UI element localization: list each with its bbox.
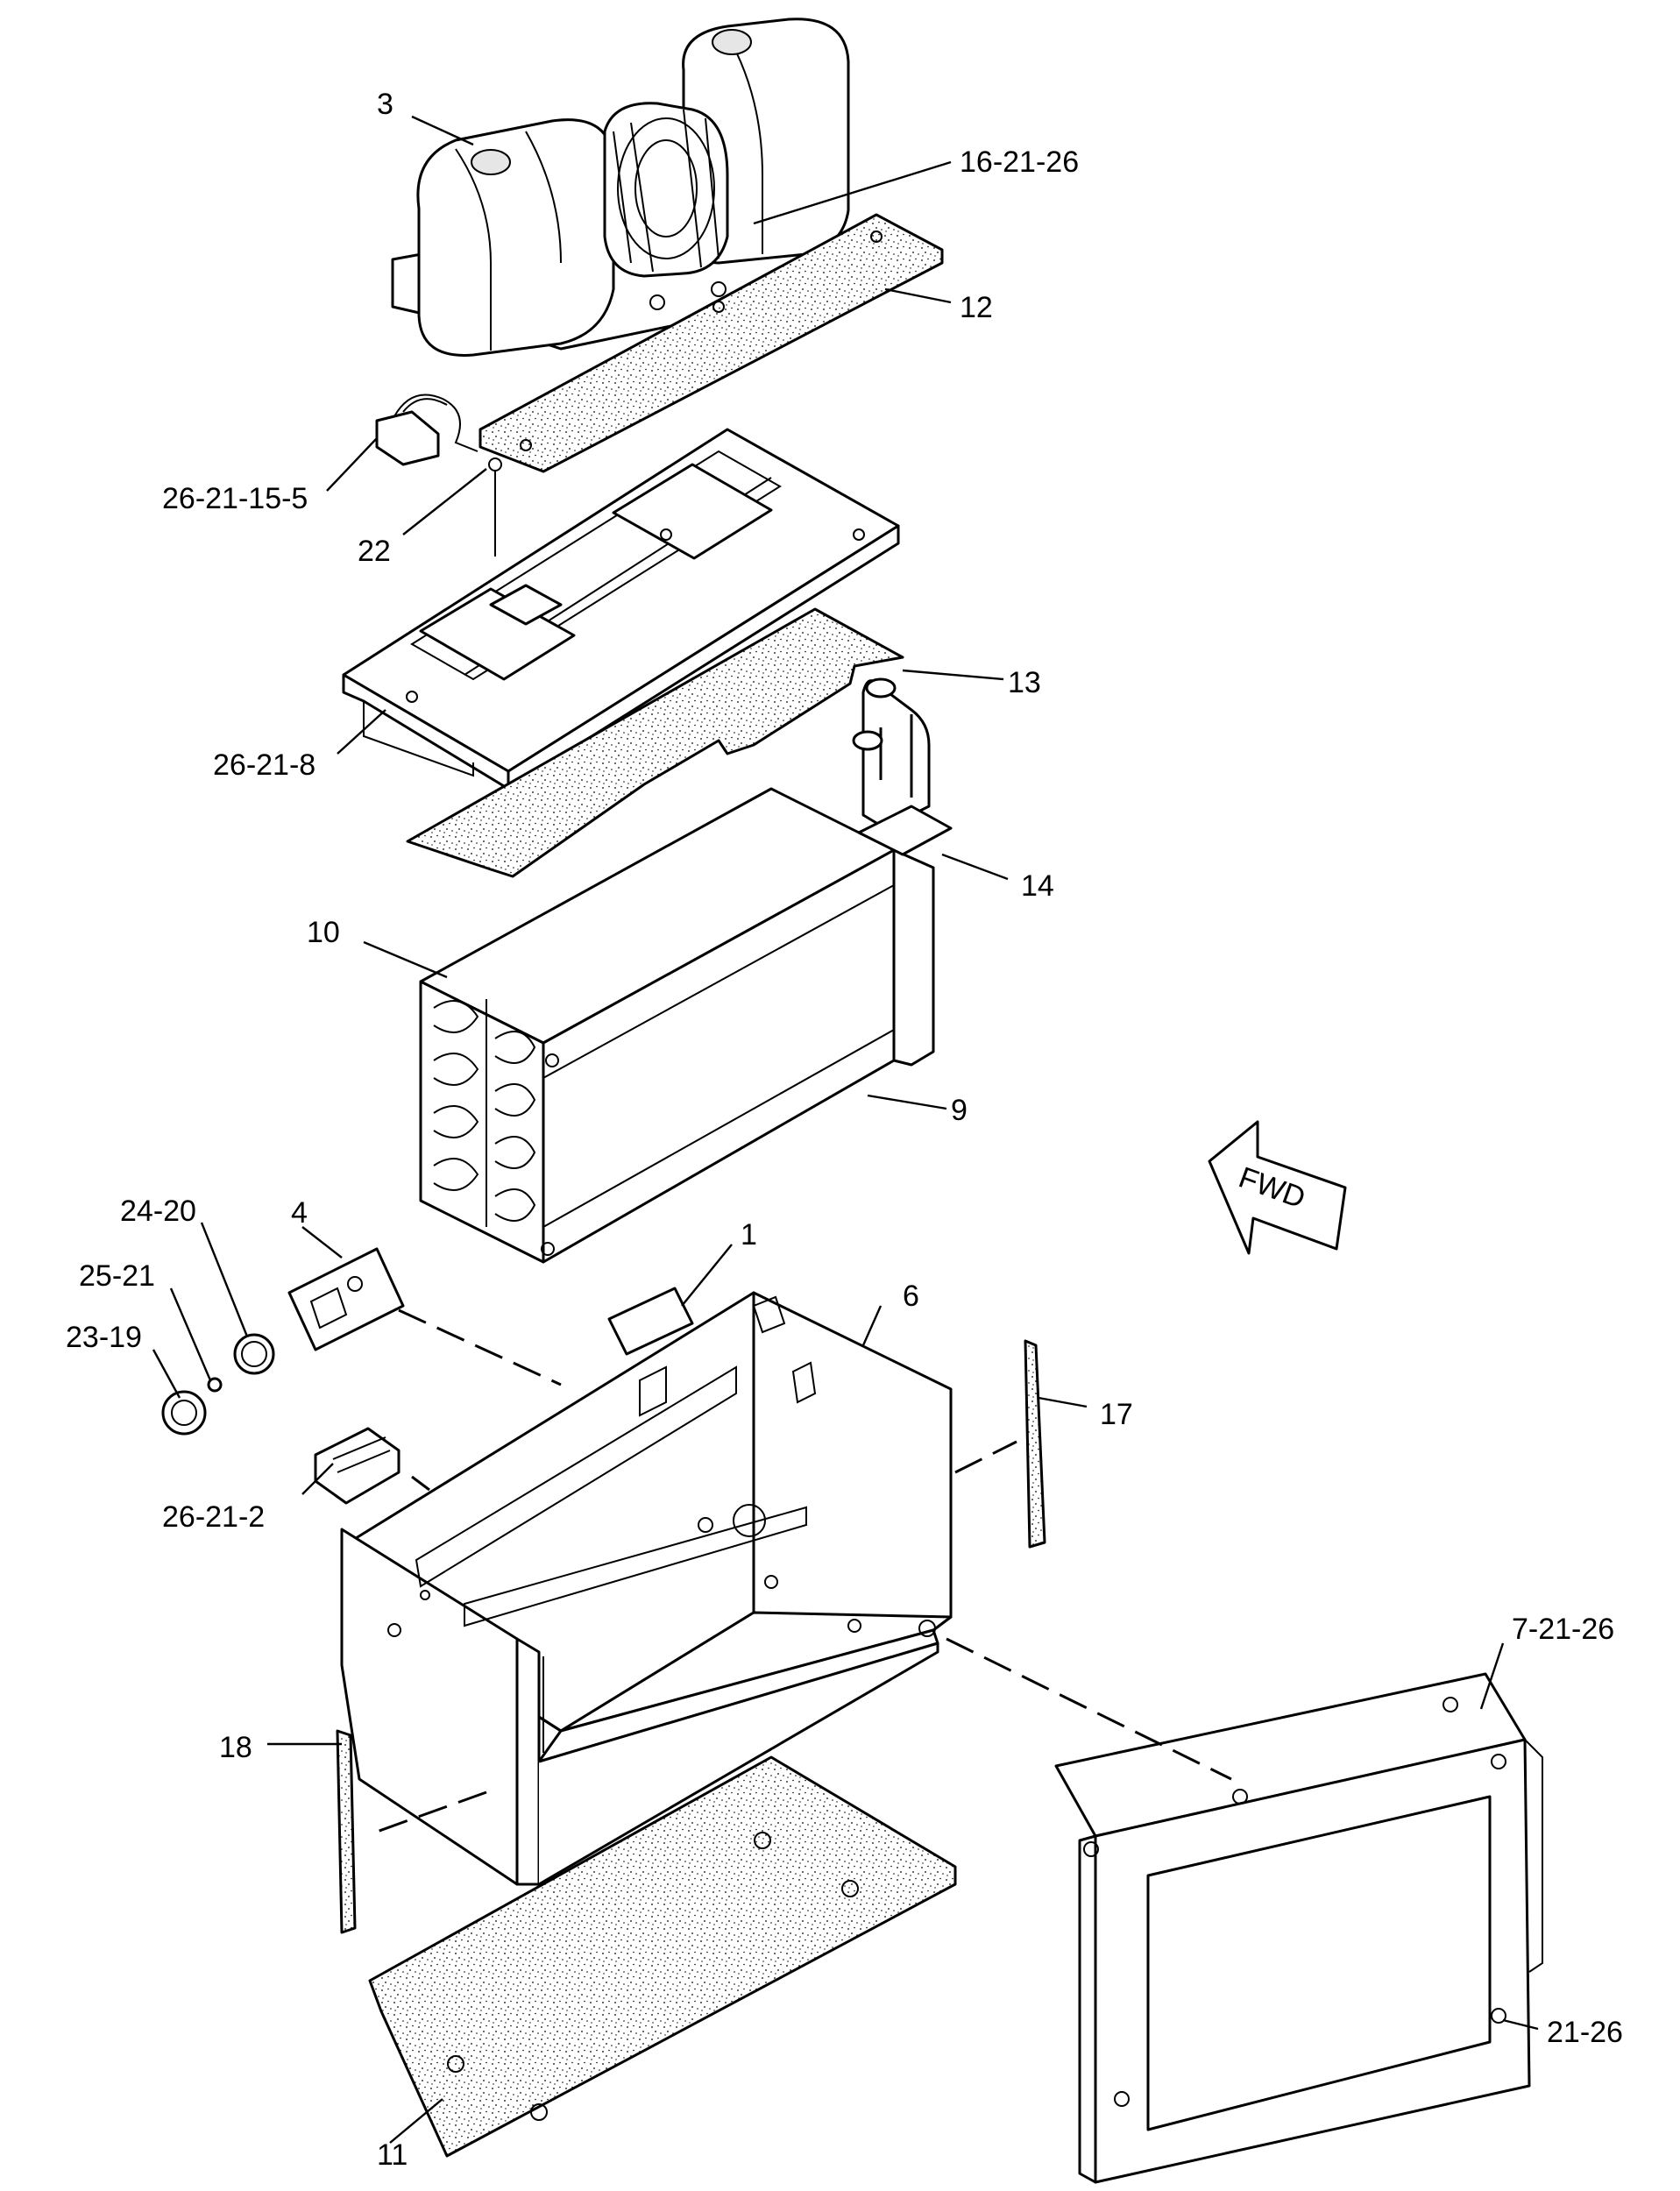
resistor-26-21-2 (314, 1427, 401, 1505)
callout-25-21: 25-21 (79, 1259, 155, 1293)
callout-9: 9 (951, 1094, 968, 1127)
foam-strip-18 (336, 1729, 357, 1934)
callout-26-21-2: 26-21-2 (162, 1500, 265, 1534)
heater-core (419, 677, 953, 1264)
assembly-lines (376, 1308, 1232, 1833)
callout-26-21-15-5: 26-21-15-5 (162, 482, 308, 515)
callout-1: 1 (741, 1218, 757, 1251)
blower-assembly (391, 18, 850, 357)
callout-21-26: 21-26 (1547, 2016, 1623, 2049)
callout-13: 13 (1008, 666, 1041, 699)
callout-18: 18 (219, 1731, 252, 1764)
outlet-frame (1054, 1672, 1543, 2184)
callout-11: 11 (377, 2138, 408, 2172)
callout-14: 14 (1021, 869, 1054, 903)
callout-24-20: 24-20 (120, 1195, 196, 1228)
foam-gasket-13 (406, 607, 904, 878)
bracket-4 (287, 1247, 405, 1351)
knob-hardware (161, 1333, 275, 1436)
callout-16-21-26: 16-21-26 (960, 145, 1079, 179)
callout-22: 22 (358, 535, 391, 568)
top-cover-plate (342, 428, 900, 791)
forward-direction-arrow: FWD (1208, 1120, 1347, 1255)
callout-17: 17 (1100, 1398, 1133, 1431)
leader-lines (152, 115, 1539, 2144)
callout-6: 6 (903, 1280, 919, 1313)
callout-4: 4 (291, 1196, 308, 1230)
callout-12: 12 (960, 291, 993, 324)
foam-gasket-12 (478, 213, 944, 473)
callout-labels: 3 16-21-26 12 26-21-15-5 22 13 26-21-8 1… (66, 88, 1623, 2172)
callout-10: 10 (307, 916, 340, 949)
callout-23-19: 23-19 (66, 1321, 142, 1354)
foam-gasket-11 (368, 1755, 957, 2158)
callout-26-21-8: 26-21-8 (213, 748, 315, 782)
main-housing (340, 1291, 953, 1886)
callout-3: 3 (377, 88, 393, 121)
callout-7-21-26: 7-21-26 (1512, 1613, 1614, 1646)
sensor-harness (375, 394, 502, 557)
label-1 (607, 1287, 694, 1356)
foam-strip-17 (1024, 1339, 1046, 1549)
